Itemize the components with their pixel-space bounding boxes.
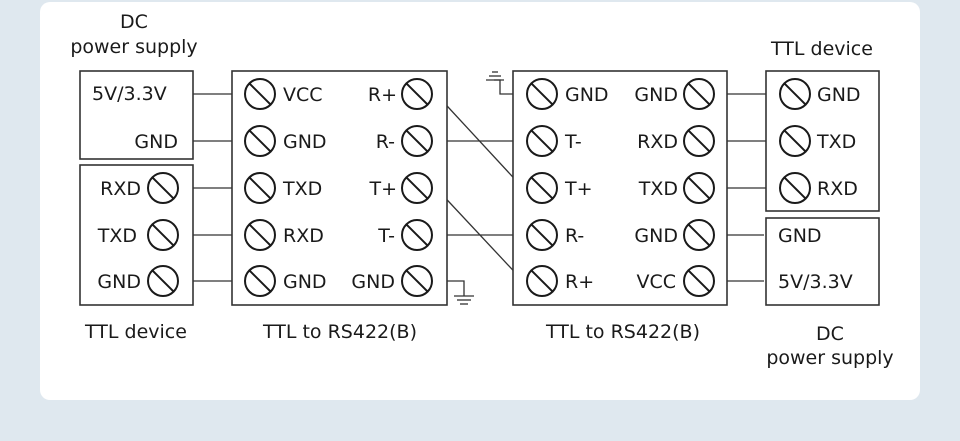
left-conv-gnd3-label: GND xyxy=(351,271,395,293)
right-converter-title: TTL to RS422(B) xyxy=(545,321,700,343)
left-power-supply-title-line1: DC xyxy=(120,11,148,33)
screw-terminal-icon xyxy=(779,78,811,110)
left-conv-tplus-label: T+ xyxy=(368,178,397,200)
screw-terminal-icon xyxy=(683,78,715,110)
screw-terminal-icon xyxy=(147,265,179,297)
left-power-supply-title-line2: power supply xyxy=(70,36,197,58)
left-conv-gnd2-label: GND xyxy=(283,271,327,293)
right-psu-gnd-label: GND xyxy=(778,225,822,247)
screw-terminal-icon xyxy=(526,78,558,110)
left-psu-vcc-label: 5V/3.3V xyxy=(92,83,167,105)
screw-terminal-icon xyxy=(401,265,433,297)
screw-terminal-icon xyxy=(683,125,715,157)
screw-terminal-icon xyxy=(401,219,433,251)
screw-terminal-icon xyxy=(244,78,276,110)
screw-terminal-icon xyxy=(526,125,558,157)
screw-terminal-icon xyxy=(779,125,811,157)
left-conv-rplus-label: R+ xyxy=(368,84,397,106)
screw-terminal-icon xyxy=(526,219,558,251)
right-ttl-rxd-label: RXD xyxy=(817,178,858,200)
right-conv-tminus-label: T- xyxy=(564,131,582,153)
right-power-supply-title-line2: power supply xyxy=(766,347,893,369)
right-power-supply-box xyxy=(765,217,880,306)
screw-terminal-icon xyxy=(779,172,811,204)
left-ttl-rxd-label: RXD xyxy=(100,178,141,200)
screw-terminal-icon xyxy=(401,172,433,204)
screw-terminal-icon xyxy=(683,219,715,251)
right-conv-rxd-label: RXD xyxy=(637,131,678,153)
right-conv-rplus-label: R+ xyxy=(565,271,594,293)
right-conv-gnd2-label: GND xyxy=(634,84,678,106)
screw-terminal-icon xyxy=(526,172,558,204)
right-ttl-txd-label: TXD xyxy=(816,131,856,153)
left-conv-rxd-label: RXD xyxy=(283,225,324,247)
right-conv-gnd3-label: GND xyxy=(634,225,678,247)
right-conv-vcc-label: VCC xyxy=(636,271,676,293)
left-conv-rminus-label: R- xyxy=(376,131,395,153)
screw-terminal-icon xyxy=(401,78,433,110)
right-conv-rminus-label: R- xyxy=(565,225,584,247)
left-power-supply-box xyxy=(79,70,194,160)
right-power-supply-title-line1: DC xyxy=(816,323,844,345)
left-psu-gnd-label: GND xyxy=(134,131,178,153)
screw-terminal-icon xyxy=(147,219,179,251)
right-psu-vcc-label: 5V/3.3V xyxy=(778,271,853,293)
left-conv-gnd-label: GND xyxy=(283,131,327,153)
left-ttl-device-title: TTL device xyxy=(84,321,187,343)
left-ttl-gnd-label: GND xyxy=(97,271,141,293)
screw-terminal-icon xyxy=(526,265,558,297)
right-conv-txd-label: TXD xyxy=(638,178,678,200)
right-ttl-gnd-label: GND xyxy=(817,84,861,106)
screw-terminal-icon xyxy=(244,125,276,157)
right-ttl-device-title: TTL device xyxy=(770,38,873,60)
left-converter-title: TTL to RS422(B) xyxy=(262,321,417,343)
screw-terminal-icon xyxy=(683,172,715,204)
left-conv-txd-label: TXD xyxy=(282,178,322,200)
right-conv-gnd-label: GND xyxy=(565,84,609,106)
screw-terminal-icon xyxy=(244,219,276,251)
screw-terminal-icon xyxy=(244,265,276,297)
left-conv-tminus-label: T- xyxy=(377,225,395,247)
left-conv-vcc-label: VCC xyxy=(283,84,323,106)
screw-terminal-icon xyxy=(147,172,179,204)
screw-terminal-icon xyxy=(683,265,715,297)
right-conv-tplus-label: T+ xyxy=(564,178,593,200)
screw-terminal-icon xyxy=(401,125,433,157)
left-ttl-txd-label: TXD xyxy=(97,225,137,247)
screw-terminal-icon xyxy=(244,172,276,204)
